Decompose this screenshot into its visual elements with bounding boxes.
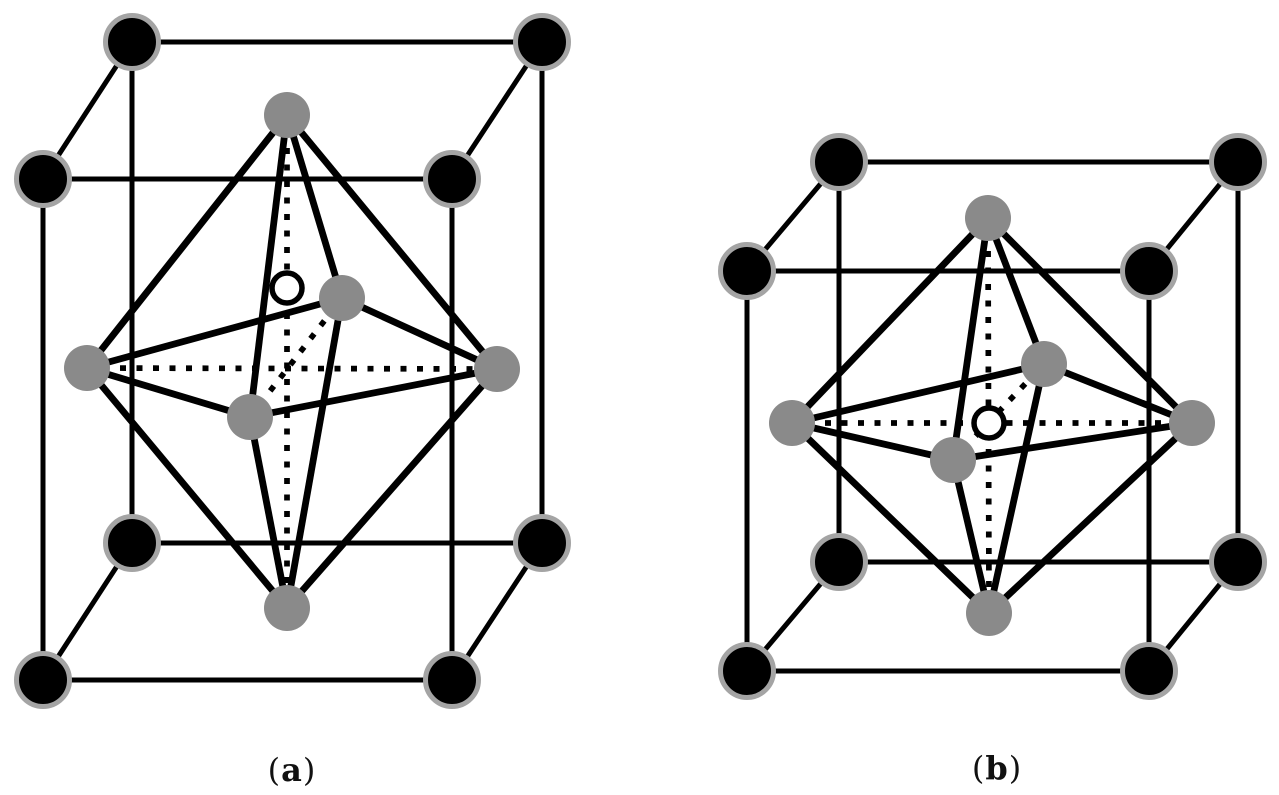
gray-atom-right [474, 346, 520, 392]
octahedron-edge-bottom-left [789, 420, 992, 616]
octahedron-edge-front-right [952, 419, 1193, 464]
label-paren-close: ) [302, 751, 317, 789]
octahedron-edge-back-left [86, 294, 343, 372]
gray-atom-top [264, 92, 310, 138]
unit-cell-a [14, 13, 571, 709]
corner-atom-back-0 [810, 133, 868, 191]
octahedron-edge-right-back [1042, 360, 1194, 427]
corner-atom-back-0 [103, 13, 161, 71]
label-letter: b [985, 749, 1009, 787]
gray-atom-bottom [264, 585, 310, 631]
label-paren-open: ( [267, 751, 282, 789]
corner-atom-back-2 [1209, 533, 1267, 591]
octahedron-edge-left-front [791, 419, 954, 464]
central-cation [269, 270, 305, 306]
corner-atom-front-0 [14, 150, 72, 208]
corner-atom-back-3 [103, 514, 161, 572]
octahedron-edge-top-front [949, 217, 992, 461]
octahedron-edge-top-right [284, 112, 500, 372]
octahedron-edge-bottom-front [246, 416, 291, 609]
octahedron-edge-top-back [984, 216, 1048, 366]
gray-atom-front [227, 394, 273, 440]
gray-atom-front [930, 437, 976, 483]
octahedron-edge-top-left [84, 112, 290, 371]
corner-atom-front-3 [718, 642, 776, 700]
unit-cell-b [718, 133, 1267, 700]
octahedron-edge-bottom-back [985, 363, 1048, 614]
octahedron-edge-top-right [985, 215, 1195, 426]
gray-atom-left [64, 345, 110, 391]
figure-label-b: (b) [927, 745, 1067, 791]
corner-atom-front-2 [423, 651, 481, 709]
label-paren-open: ( [971, 749, 986, 787]
corner-atom-front-3 [14, 651, 72, 709]
octahedron-edge-top-back [283, 114, 346, 299]
figure-label-a: (a) [222, 747, 362, 793]
dotted-axis-horizontal [86, 365, 498, 372]
gray-atom-left [769, 400, 815, 446]
octahedron-edge-bottom-right [986, 420, 1195, 616]
octahedron-edge-bottom-left [84, 365, 290, 611]
gray-atom-back [1021, 341, 1067, 387]
octahedron-edge-right-back [340, 294, 499, 373]
corner-atom-back-1 [513, 13, 571, 71]
octahedron-edge-front-right [249, 365, 498, 421]
gray-atom-bottom [966, 590, 1012, 636]
label-paren-close: ) [1008, 749, 1023, 787]
corner-atom-back-1 [1209, 133, 1267, 191]
octahedron-edge-bottom-back [283, 297, 346, 609]
octahedron-edge-left-front [86, 364, 251, 421]
octahedron-edge-back-left [791, 360, 1045, 427]
corner-atom-front-1 [1120, 242, 1178, 300]
corner-atom-front-0 [718, 242, 776, 300]
gray-atom-back [319, 275, 365, 321]
octahedron-edge-top-front [246, 114, 291, 418]
octahedron-edge-bottom-right [284, 366, 500, 611]
corner-atom-back-2 [513, 514, 571, 572]
central-cation [971, 405, 1007, 441]
gray-atom-top [965, 195, 1011, 241]
corner-atom-back-3 [810, 533, 868, 591]
gray-atom-right [1169, 400, 1215, 446]
corner-atom-front-2 [1120, 642, 1178, 700]
corner-atom-front-1 [423, 150, 481, 208]
label-letter: a [281, 751, 303, 789]
octahedron-edge-top-left [789, 215, 991, 426]
octahedron-edge-bottom-front [949, 459, 993, 614]
